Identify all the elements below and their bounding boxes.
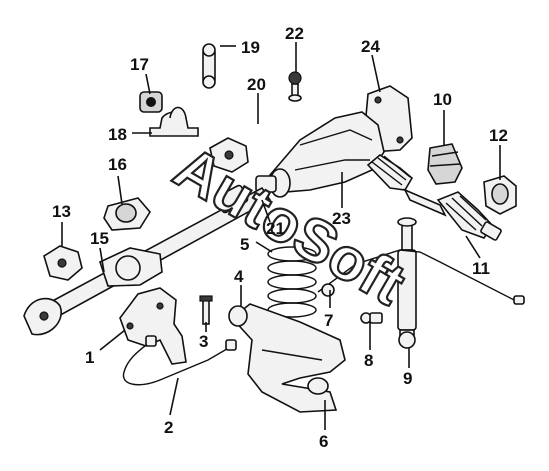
callout-12: 12 <box>489 126 508 145</box>
callout-1: 1 <box>85 348 94 367</box>
leader-lines <box>61 42 501 430</box>
callout-23: 23 <box>332 209 351 228</box>
flex-disc-rear <box>209 137 249 173</box>
callout-17: 17 <box>130 55 149 74</box>
stabilizer-bushing <box>139 91 163 113</box>
mounting-bracket <box>119 287 187 365</box>
shaft-center-bearing <box>103 197 151 231</box>
subframe-bushing <box>483 175 517 215</box>
callout-labels: 1 2 3 4 5 6 7 8 9 10 11 12 13 15 16 17 1… <box>52 24 508 451</box>
callout-7: 7 <box>324 311 333 330</box>
callout-9: 9 <box>403 369 412 388</box>
callout-19: 19 <box>241 38 260 57</box>
stabilizer-bar <box>152 25 362 127</box>
callout-13: 13 <box>52 202 71 221</box>
bolt <box>199 295 213 325</box>
callout-3: 3 <box>199 332 208 351</box>
callout-21: 21 <box>266 219 285 238</box>
callout-20: 20 <box>247 75 266 94</box>
callout-8: 8 <box>364 351 373 370</box>
propeller-shaft <box>23 184 272 336</box>
link-bolt <box>288 71 302 102</box>
callout-11: 11 <box>472 259 490 278</box>
callout-2: 2 <box>164 418 173 437</box>
callout-4: 4 <box>234 267 244 286</box>
bushing-bracket <box>149 106 199 137</box>
callout-16: 16 <box>108 155 127 174</box>
callout-6: 6 <box>319 432 328 451</box>
drive-shaft-assembly <box>366 154 502 241</box>
nut-and-washer <box>360 312 383 324</box>
stabilizer-link <box>202 43 216 89</box>
callout-24: 24 <box>361 37 380 56</box>
callout-10: 10 <box>433 90 452 109</box>
flex-disc-front <box>43 245 83 281</box>
callout-15: 15 <box>90 229 109 248</box>
parking-brake-cable <box>317 249 525 305</box>
trailing-arm <box>228 303 346 413</box>
callout-22: 22 <box>285 24 304 43</box>
callout-5: 5 <box>240 235 249 254</box>
differential-housing <box>255 111 385 198</box>
diff-mount-bushing <box>427 143 463 185</box>
callout-18: 18 <box>108 125 127 144</box>
brake-hose <box>122 335 237 386</box>
